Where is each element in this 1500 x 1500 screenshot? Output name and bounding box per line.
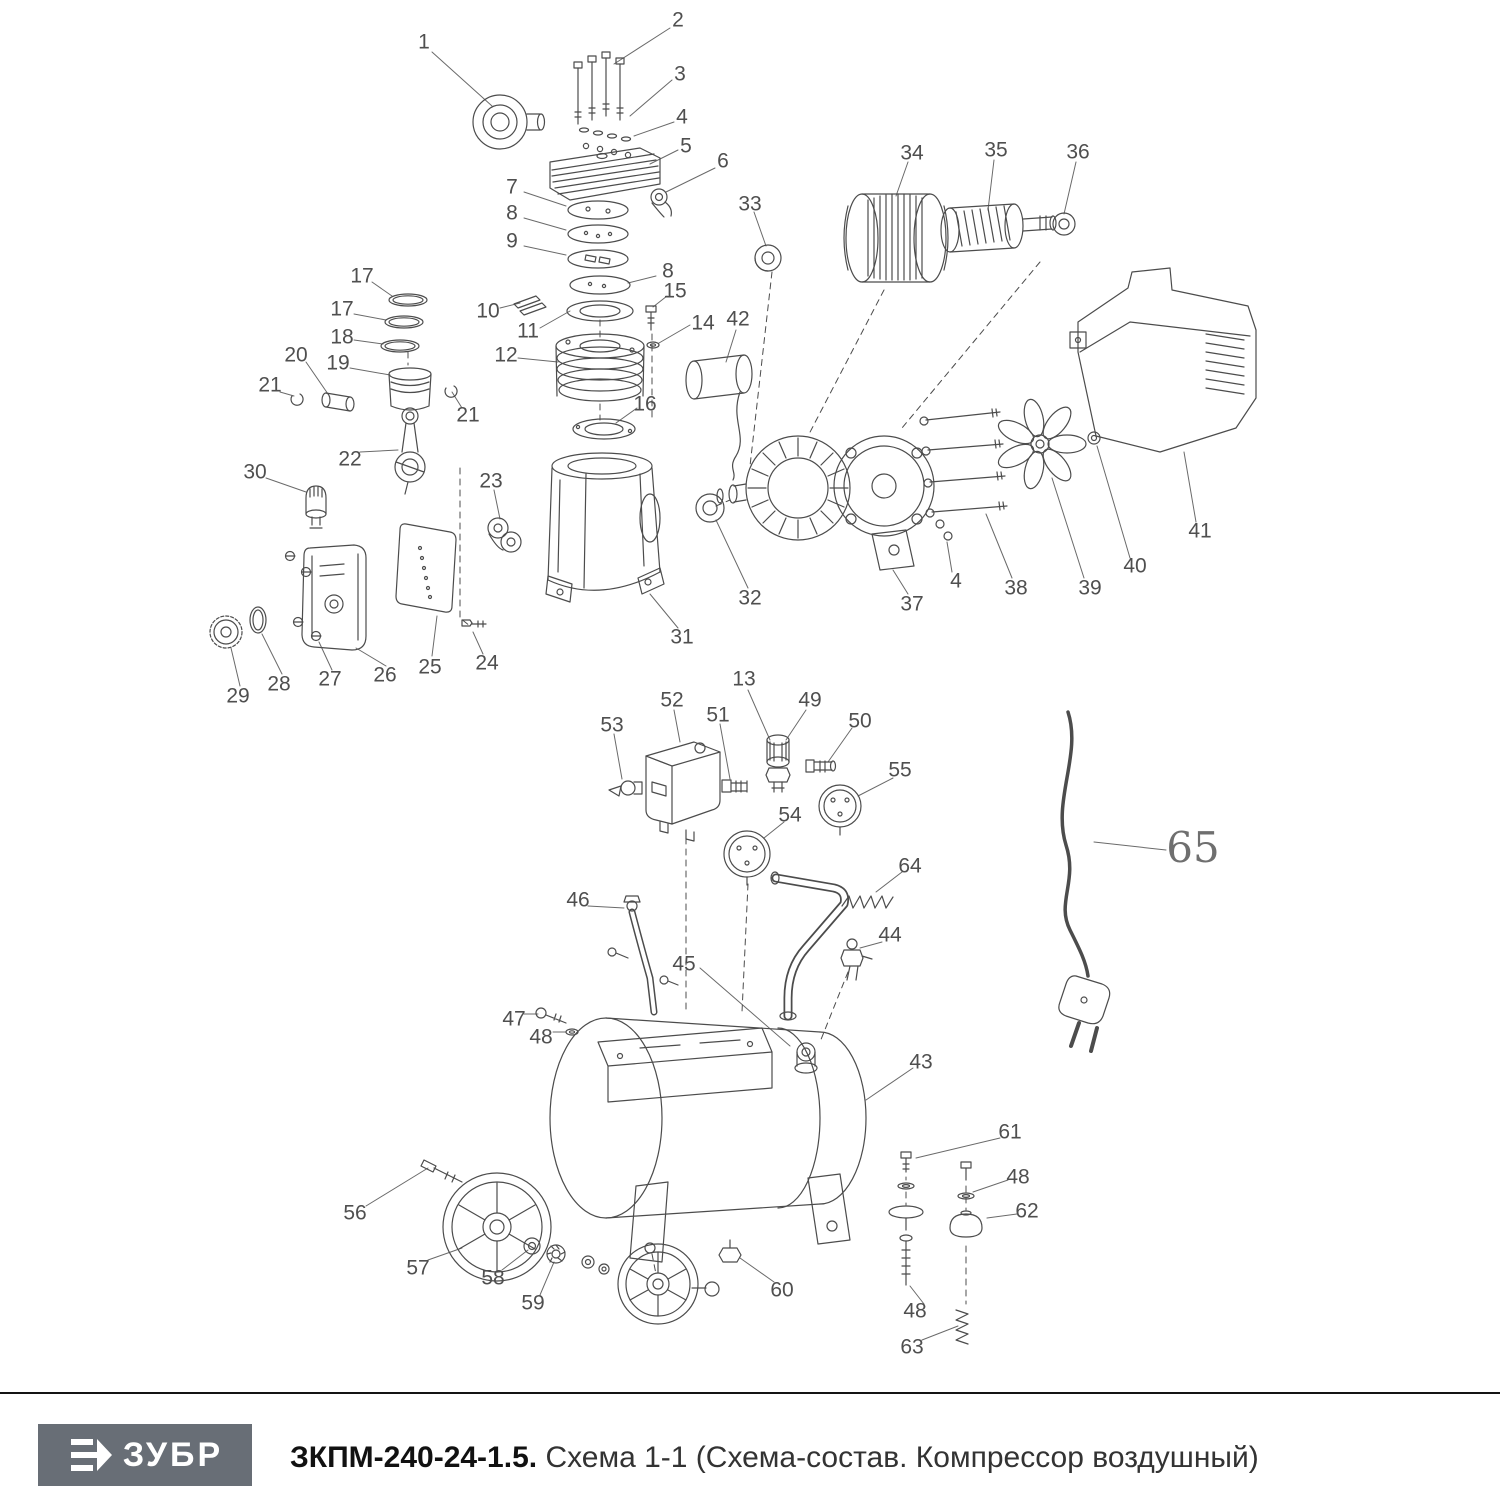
pressure-switch xyxy=(645,741,721,842)
brand-box: ЗУБР xyxy=(38,1424,252,1486)
motor-end-bell xyxy=(833,435,935,571)
fan-washer xyxy=(1087,431,1101,445)
pressure-gauge-large xyxy=(723,830,771,886)
motor-bolts xyxy=(919,408,1008,518)
power-cord xyxy=(1058,710,1111,1053)
wheel-nut xyxy=(546,1244,566,1264)
mounting-plate xyxy=(597,1027,773,1103)
oil-breather-cap xyxy=(305,485,327,529)
axle-washers xyxy=(581,1255,610,1275)
brand-name: ЗУБР xyxy=(122,1435,224,1474)
cable-clamp xyxy=(487,517,522,553)
reed-valves xyxy=(513,295,547,316)
bearing-32 xyxy=(695,493,725,523)
air-filter xyxy=(472,94,546,150)
head-bolts xyxy=(573,51,625,125)
unloader-fitting xyxy=(608,780,643,797)
power-plug xyxy=(1058,975,1111,1025)
flat-washers xyxy=(578,127,632,142)
air-tank xyxy=(549,1011,867,1219)
circlips xyxy=(290,385,458,406)
connecting-rod xyxy=(394,407,426,495)
drain-plug xyxy=(718,1239,742,1263)
cooling-fan xyxy=(997,398,1087,490)
small-screws xyxy=(607,947,679,986)
tank-elbow xyxy=(794,1042,818,1074)
leader-lines xyxy=(230,27,1197,1341)
piston-rings xyxy=(380,293,428,353)
outlet-fitting xyxy=(805,759,837,773)
bearing-36 xyxy=(1052,212,1076,236)
wheel-washer xyxy=(523,1237,541,1255)
pump-housing xyxy=(545,452,665,603)
breather-bolt xyxy=(645,305,660,349)
motor-cover xyxy=(1069,267,1257,453)
wheel-bolt xyxy=(420,1159,463,1183)
wheel-large xyxy=(442,1172,552,1282)
plate-screw xyxy=(535,1007,567,1024)
footer-subtitle: Схема 1-1 (Схема-состав. Компрессор возд… xyxy=(545,1441,1259,1474)
motor-rotor xyxy=(940,203,1057,253)
footer-model: ЗКПМ-240-24-1.5. xyxy=(290,1441,538,1474)
front-wheel-bracket xyxy=(629,1181,669,1263)
motor-stator-top xyxy=(843,193,949,283)
motor-washers xyxy=(935,519,953,541)
plate-washer xyxy=(565,1028,579,1036)
wheel-small xyxy=(617,1243,720,1325)
handle-grip-spring xyxy=(841,895,894,909)
nipple-fitting xyxy=(721,779,748,793)
pressure-gauge-small xyxy=(818,784,862,836)
footer-divider xyxy=(0,1392,1500,1394)
discharge-tube xyxy=(623,895,658,1016)
crankcase-cover xyxy=(301,544,367,651)
valve-plates xyxy=(566,200,634,322)
foot-spring xyxy=(955,1309,969,1345)
foot-hardware-right xyxy=(949,1161,983,1238)
handle xyxy=(770,871,849,1021)
brand-logo-icon xyxy=(70,1439,112,1471)
oil-fill-cap xyxy=(209,615,243,649)
cover-screws xyxy=(284,550,322,642)
oil-seal-ring xyxy=(249,606,267,634)
outlet-elbow xyxy=(650,188,672,218)
crankcase-gasket xyxy=(395,523,457,613)
bearing-33 xyxy=(754,244,782,272)
cylinder xyxy=(555,333,645,402)
motor-stator-lower xyxy=(716,435,851,541)
capacitor xyxy=(685,354,753,481)
safety-valve xyxy=(840,938,873,981)
rear-wheel-bracket xyxy=(807,1173,851,1245)
check-valve xyxy=(765,734,791,793)
footer-title: ЗКПМ-240-24-1.5. Схема 1-1 (Схема-состав… xyxy=(290,1441,1259,1475)
piston-pin xyxy=(321,392,355,412)
foot-hardware-left xyxy=(888,1151,924,1286)
piston xyxy=(388,367,432,411)
cylinder-head xyxy=(549,147,661,201)
clamp-screw xyxy=(461,619,487,628)
cylinder-gasket xyxy=(572,418,636,440)
